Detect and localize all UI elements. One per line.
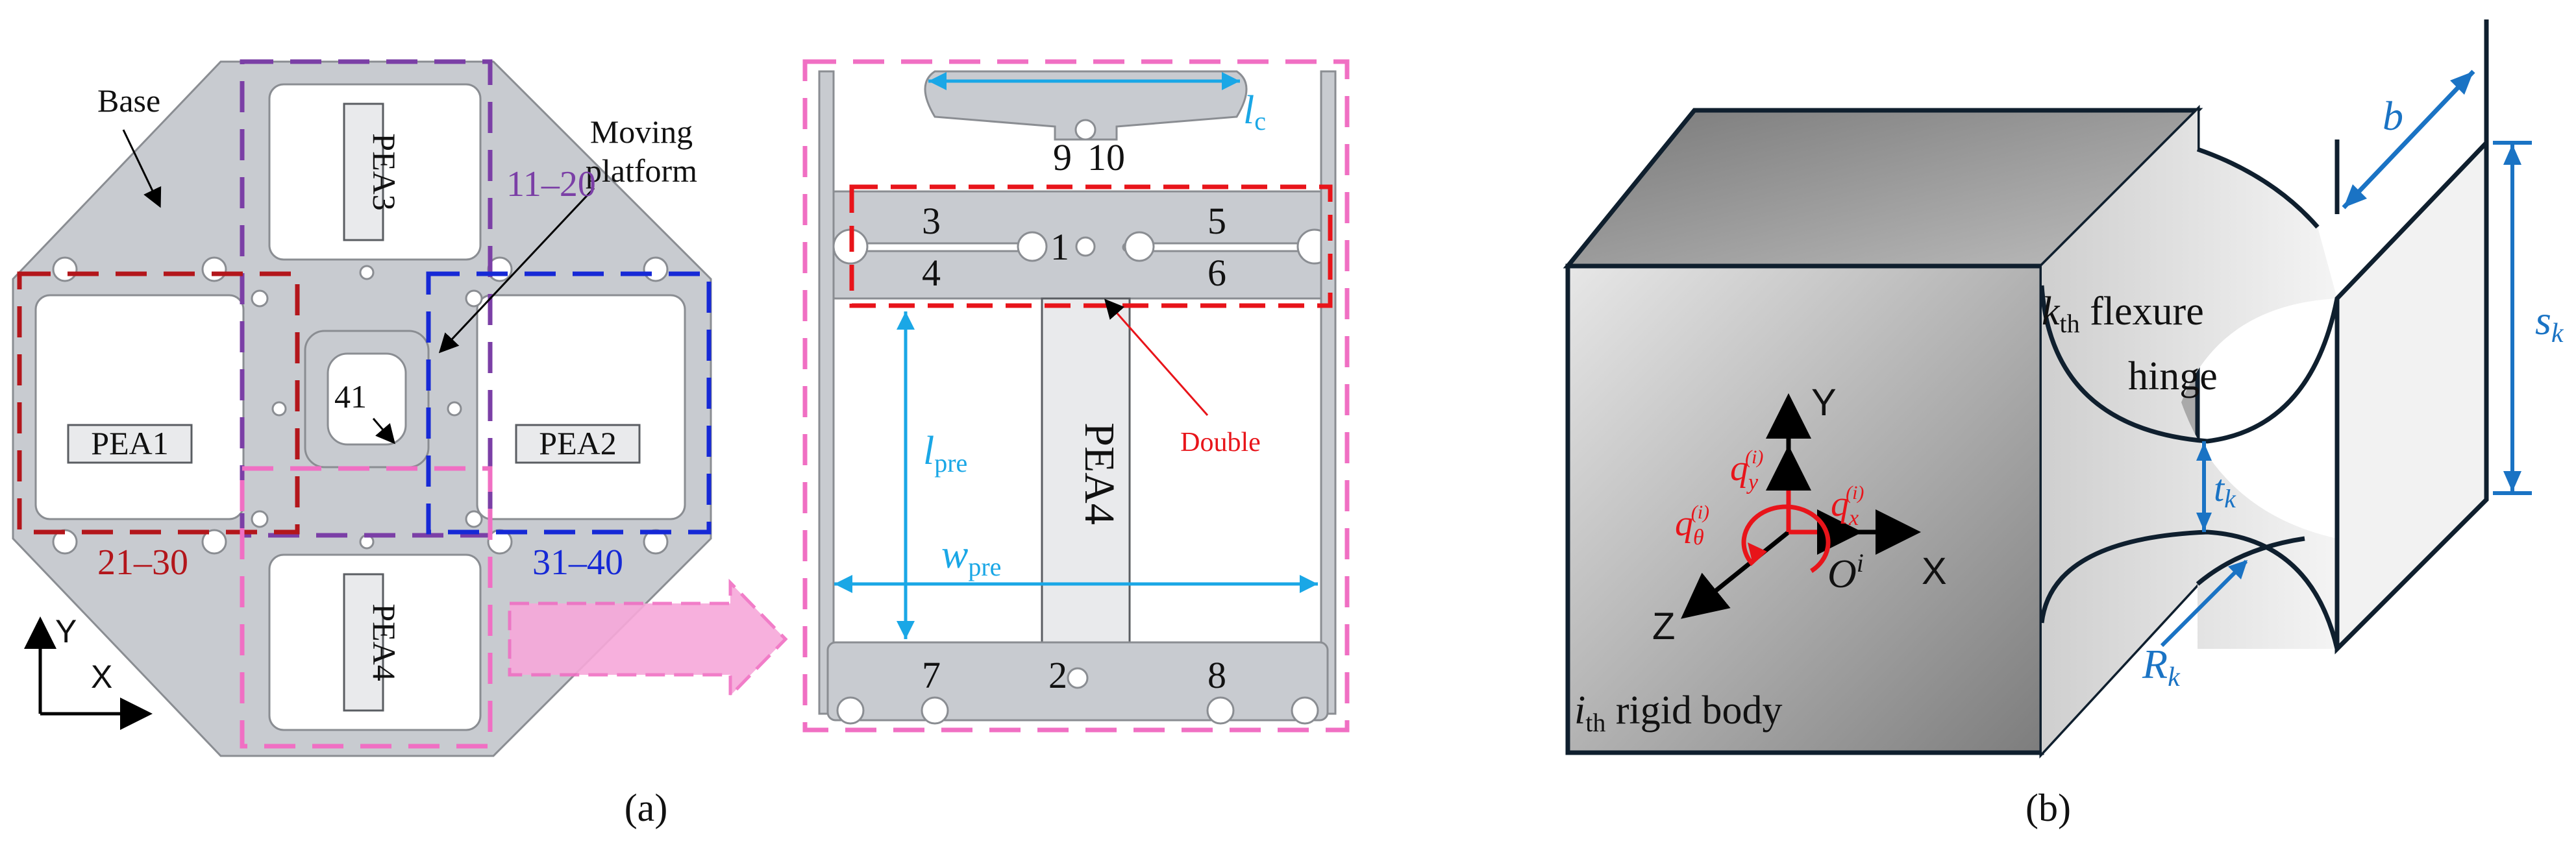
axis-x-label-b: X (1922, 550, 1947, 592)
dim-b (2342, 69, 2475, 210)
axis-y-label-a: Y (55, 613, 77, 650)
moving-platform-label-line1: Moving (590, 114, 693, 150)
wpre-label: wpre (941, 533, 1001, 581)
range-left-label: 21–30 (97, 542, 188, 583)
double-box (849, 184, 1333, 308)
flexure-label: kth flexure (2042, 289, 2204, 338)
hinge-num-5: 5 (1208, 200, 1226, 242)
r-label: Rk (2142, 641, 2181, 692)
pea1-body (67, 424, 193, 464)
pea2-body (515, 424, 641, 464)
dim-wpre (834, 575, 1318, 593)
base-arrow (122, 129, 162, 208)
qy-label: qy(i) (1730, 446, 1763, 494)
dim-lc (928, 72, 1240, 90)
detail-top-flexure (924, 70, 1248, 141)
base-label: Base (97, 82, 160, 119)
axes-xy-a: Y X (24, 613, 153, 730)
dim-s (2493, 141, 2532, 495)
moving-platform-label-line2: platform (586, 152, 697, 189)
caption-b: (b) (2025, 786, 2071, 829)
panel-a: Base Moving platform PEA1 PEA2 PEA3 PEA4… (12, 59, 1350, 829)
hinge-num-6: 6 (1208, 252, 1226, 294)
hinge-num-10: 10 (1087, 136, 1125, 178)
range-top-label: 11–20 (506, 164, 596, 204)
hinge-num-7: 7 (922, 654, 941, 696)
origin-label: Oi (1827, 548, 1864, 596)
flexure-hinge-body (2042, 110, 2337, 753)
hinge-lower-back (2196, 536, 2305, 586)
detail-pea4-label: PEA4 (1076, 422, 1123, 525)
box-range-left (17, 271, 300, 535)
dim-r (2160, 559, 2248, 648)
t-label: tk (2214, 467, 2236, 513)
axis-x-label-a: X (91, 659, 112, 695)
hinge-lower-curve (2039, 529, 2340, 650)
pea3-label: PEA3 (366, 133, 402, 210)
range-right-label: 31–40 (532, 542, 623, 583)
local-frame (1681, 393, 1921, 619)
window-left (34, 294, 245, 520)
hinge-num-3: 3 (922, 200, 941, 242)
pea4-body (343, 573, 384, 712)
qtheta-label: qθ(i) (1675, 502, 1709, 550)
pea4-label: PEA4 (366, 603, 402, 681)
lpre-label: lpre (923, 429, 967, 478)
panel-b: b sk tk Rk kth flexure hinge (1563, 19, 2564, 829)
hinge-num-8: 8 (1208, 654, 1226, 696)
qx-label: qx(i) (1831, 482, 1864, 530)
lc-label: lc (1243, 88, 1266, 136)
double-arrow (1104, 298, 1209, 416)
pea3-body (343, 103, 384, 241)
hinge-num-2: 2 (1048, 654, 1067, 696)
box-range-bottom (240, 466, 493, 749)
detail-rail-left (818, 70, 835, 715)
detail-rail-right (1320, 70, 1337, 715)
axis-y-label-b: Y (1811, 382, 1837, 424)
pea2-label: PEA2 (539, 425, 616, 461)
rigid-body-label: ith rigid body (1574, 688, 1782, 737)
hinge-upper-curve (2039, 285, 2340, 444)
pea1-label: PEA1 (91, 425, 168, 461)
b-label: b (2383, 93, 2403, 139)
caption-a: (a) (625, 786, 668, 829)
hinge-num-4: 4 (922, 252, 941, 294)
hinge-label: hinge (2128, 354, 2218, 398)
axis-z-label-b: Z (1652, 605, 1675, 648)
hinge-upper-back (2196, 147, 2320, 229)
hinge-num-9: 9 (1053, 136, 1072, 178)
s-label: sk (2535, 297, 2564, 348)
detail-slot-3 (843, 242, 1046, 252)
zoom-arrow (508, 578, 788, 700)
window-right (476, 294, 686, 520)
dim-t (2196, 441, 2212, 532)
right-plate (2334, 137, 2489, 655)
moving-platform-arrow (438, 187, 595, 354)
hinge-num-1: 1 (1050, 226, 1069, 268)
box-range-right (426, 271, 712, 535)
detail-view: 9 10 3 4 1 5 6 7 2 8 PEA4 Double lc (802, 59, 1350, 733)
moving-platform-hole (327, 352, 407, 446)
center-hinge-arrow (372, 418, 395, 444)
center-hinge-label: 41 (334, 378, 367, 415)
double-label: Double (1180, 428, 1261, 457)
